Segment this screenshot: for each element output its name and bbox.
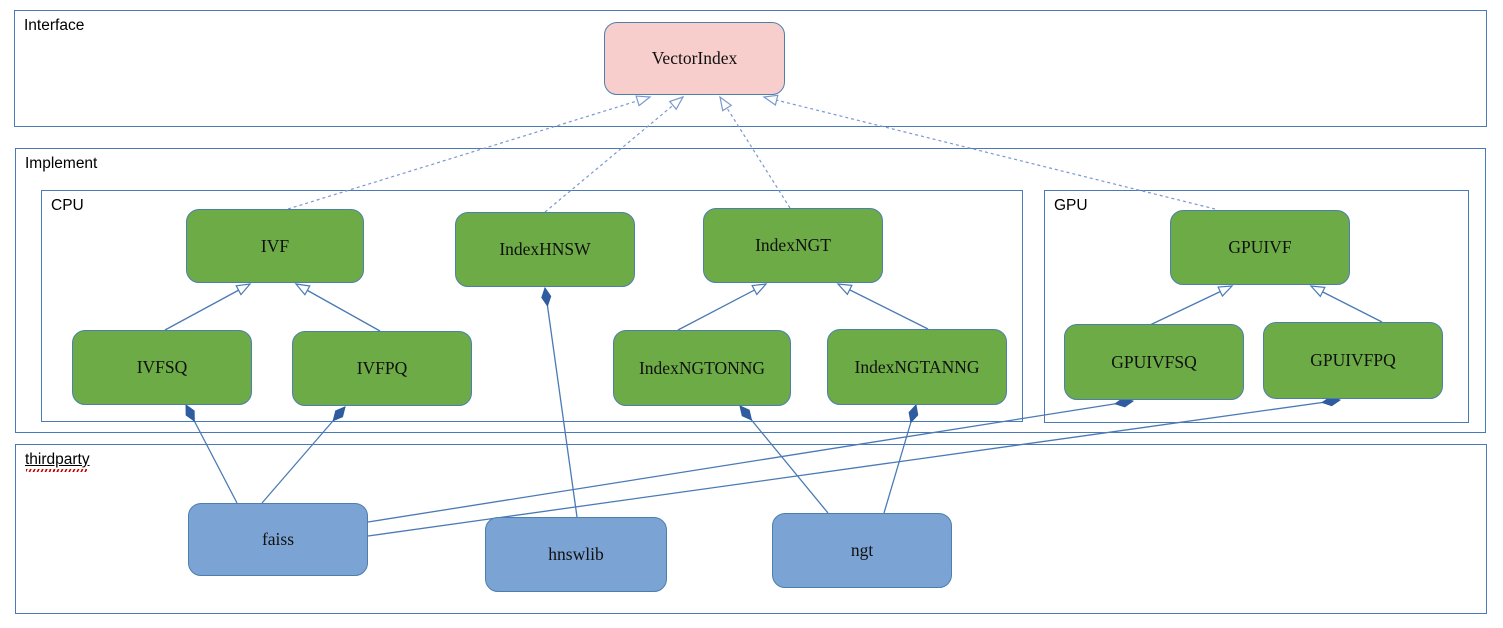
container-implement[interactable]: Implement: [15, 148, 1486, 433]
edge-indexngtonng-indexngt[interactable]: [677, 283, 768, 331]
edge-ngt-indexngtanng[interactable]: [883, 405, 916, 514]
node-label-faiss: faiss: [261, 529, 295, 549]
edge-gpuivfpq-gpuivf[interactable]: [1309, 285, 1383, 323]
node-label-vectorindex: VectorIndex: [651, 48, 738, 68]
edge-faiss-ivfsq[interactable]: [185, 405, 238, 504]
edge-ngt-indexngtonng[interactable]: [740, 406, 829, 514]
node-label-indexngtanng: IndexNGTANNG: [854, 356, 980, 377]
node-label-gpuivfsq: GPUIVFSQ: [1111, 351, 1197, 372]
container-interface[interactable]: Interface: [14, 10, 1487, 127]
edge-faiss-gpuivfpq[interactable]: [367, 400, 1340, 537]
node-vectorindex[interactable]: VectorIndex: [604, 22, 785, 95]
node-label-ngt: ngt: [850, 540, 874, 560]
node-hnswlib[interactable]: hnswlib: [485, 517, 667, 592]
node-label-gpuivfpq: GPUIVFPQ: [1310, 350, 1396, 370]
edge-faiss-ivfpq[interactable]: [261, 407, 345, 504]
container-thirdparty[interactable]: thirdparty: [15, 444, 1487, 614]
node-indexngt[interactable]: IndexNGT: [703, 208, 883, 283]
node-faiss[interactable]: faiss: [188, 503, 368, 576]
node-label-ivfsq: IVFSQ: [136, 357, 188, 377]
node-indexhnsw[interactable]: IndexHNSW: [455, 212, 635, 287]
container-cpu[interactable]: CPU: [41, 190, 1023, 422]
edge-gpuivf-vectorindex[interactable]: [762, 94, 1216, 210]
edge-indexhnsw-vectorindex[interactable]: [544, 95, 685, 213]
node-ivfsq[interactable]: IVFSQ: [72, 330, 252, 405]
container-gpu[interactable]: GPU: [1044, 190, 1469, 423]
node-ngt[interactable]: ngt: [772, 513, 952, 588]
node-gpuivfsq[interactable]: GPUIVFSQ: [1064, 324, 1244, 400]
container-label-gpu: GPU: [1054, 197, 1088, 214]
container-label-interface: Interface: [24, 17, 85, 34]
edge-ivfpq-ivf[interactable]: [294, 283, 381, 332]
node-gpuivf[interactable]: GPUIVF: [1170, 210, 1350, 285]
edge-hnswlib-indexhnsw[interactable]: [545, 288, 578, 518]
node-ivfpq[interactable]: IVFPQ: [292, 331, 472, 406]
edge-indexngtanng-indexngt[interactable]: [836, 283, 929, 330]
node-label-indexngt: IndexNGT: [755, 235, 831, 255]
node-gpuivfpq[interactable]: GPUIVFPQ: [1263, 322, 1443, 399]
node-indexngtanng[interactable]: IndexNGTANNG: [827, 329, 1007, 405]
node-label-indexngtonng: IndexNGTONNG: [638, 357, 766, 378]
node-label-ivfpq: IVFPQ: [356, 358, 408, 378]
node-ivf[interactable]: IVF: [186, 209, 364, 283]
node-label-ivf: IVF: [260, 235, 290, 256]
edge-faiss-gpuivfsq[interactable]: [367, 401, 1133, 523]
container-label-implement: Implement: [25, 155, 98, 172]
container-label-thirdparty: thirdparty: [25, 451, 90, 472]
node-label-hnswlib: hnswlib: [548, 544, 604, 564]
edge-indexngt-vectorindex[interactable]: [719, 95, 791, 209]
node-indexngtonng[interactable]: IndexNGTONNG: [613, 330, 791, 406]
edge-ivfsq-ivf[interactable]: [164, 283, 252, 331]
edge-ivf-vectorindex[interactable]: [287, 95, 652, 210]
node-label-indexhnsw: IndexHNSW: [499, 239, 591, 259]
edge-gpuivfsq-gpuivf[interactable]: [1149, 285, 1234, 326]
container-label-cpu: CPU: [51, 197, 84, 214]
node-label-gpuivf: GPUIVF: [1228, 237, 1292, 257]
